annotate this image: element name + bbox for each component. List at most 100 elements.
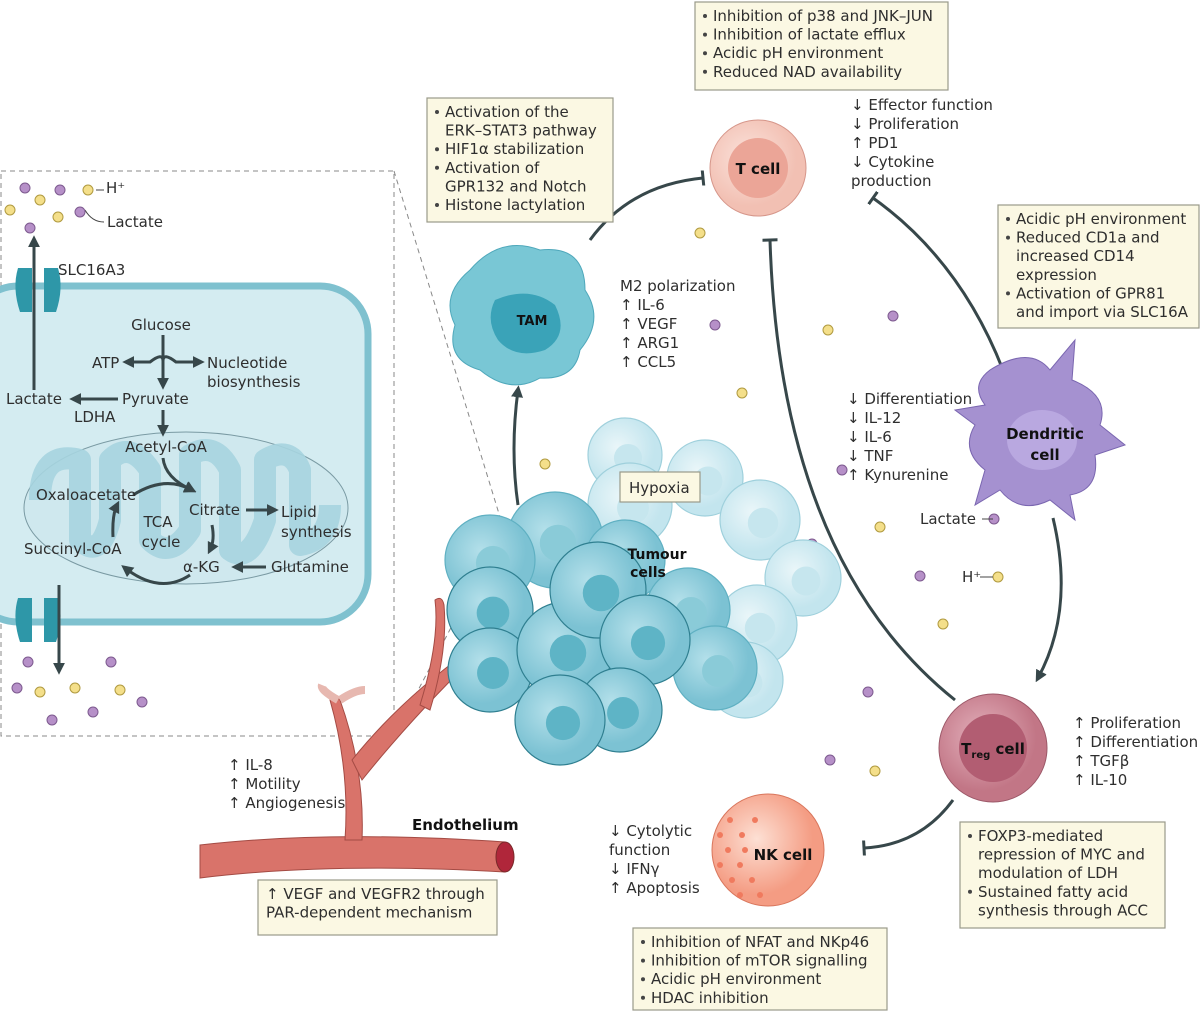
tca-arrow [108, 500, 120, 538]
tam-note-line: HIF1α stabilization [445, 140, 584, 158]
nk-effect: ↑ Apoptosis [609, 879, 700, 897]
tumour-nucleus [791, 566, 821, 596]
nk-granule [717, 862, 723, 868]
t-cell-note-line: Inhibition of lactate efflux [713, 26, 906, 44]
lactate-product-label: Lactate [6, 390, 62, 408]
nk-granule [725, 847, 731, 853]
ldha-label: LDHA [74, 408, 116, 426]
nk-granule [752, 817, 758, 823]
tcell-to-treg-arc [770, 240, 956, 702]
dc-to-treg [1035, 517, 1063, 683]
dendritic-note-box [997, 204, 1200, 329]
atp-label: ATP [92, 354, 119, 372]
label-leader [84, 189, 105, 223]
lactate-dot [136, 696, 148, 708]
tumour-label: cells [630, 565, 666, 581]
lipid-label: Lipid [281, 503, 317, 521]
treg-effect: ↑ TGFβ [1073, 752, 1129, 770]
h-label: H⁺ [106, 179, 125, 197]
proton-dot [69, 682, 81, 694]
bullet-icon [703, 32, 707, 37]
bullet-icon [435, 165, 439, 170]
glutamine-label: Glutamine [271, 558, 349, 576]
transporter-label: SLC16A3 [58, 261, 125, 279]
dendritic-note-line: and import via SLC16A [1016, 303, 1189, 321]
nk-cell [711, 793, 825, 907]
bullet-icon [641, 995, 645, 1000]
akg-label: α-KG [183, 558, 220, 576]
acetyl-coa-label: Acetyl-CoA [125, 438, 207, 456]
tca-label: TCA [142, 513, 173, 531]
nucleotide-label: Nucleotide [207, 354, 287, 372]
nucleotide-arrow [161, 355, 205, 368]
treg-note-line: synthesis through ACC [978, 901, 1148, 919]
nucleotide-label: biosynthesis [207, 373, 301, 391]
tumour-nucleus [693, 466, 723, 496]
tca-arrow [121, 565, 191, 585]
lactate-dot [54, 184, 66, 196]
dendritic-note-line: Activation of GPR81 [1016, 284, 1165, 302]
dendritic-label: cell [1030, 446, 1059, 464]
citrate-label: Citrate [189, 501, 240, 519]
bullet-icon [435, 110, 439, 114]
floating-lactate-label: Lactate [920, 510, 976, 528]
mitochondrial-cristae [29, 439, 341, 565]
proton-dot [82, 184, 94, 196]
tam-note-line: ERK–STAT3 pathway [445, 122, 597, 140]
nk-effect: ↓ Cytolytic [609, 822, 692, 840]
t-cell-note-line: Inhibition of p38 and JNK–JUN [713, 7, 933, 25]
tam-effect: M2 polarization [620, 277, 735, 295]
tam-label: TAM [517, 314, 548, 329]
tumour-nucleus [476, 596, 510, 630]
bullet-icon [641, 958, 645, 963]
transporter-top [15, 268, 61, 312]
dendritic-note-line: Acidic pH environment [1016, 210, 1186, 228]
tumour-nucleus [702, 655, 734, 687]
proton-dot [34, 194, 46, 206]
treg-label: Treg cell [961, 740, 1025, 761]
lipid-label: synthesis [281, 523, 352, 541]
t-cell-effect: ↑ PD1 [851, 134, 898, 152]
treg-rest: cell [990, 740, 1025, 758]
tca-arrow [207, 524, 219, 555]
dendritic-label: Dendritic [1006, 425, 1084, 443]
nk-granule [749, 877, 755, 883]
tumour-nucleus [607, 697, 639, 729]
t-cell [709, 119, 807, 217]
treg-inhibits-nk [864, 799, 955, 848]
bullet-icon [968, 889, 972, 894]
nk-granule [739, 832, 745, 838]
proton-dot [694, 227, 706, 239]
t-cell-note-line: Acidic pH environment [713, 44, 883, 62]
nk-granule [727, 817, 733, 823]
proton-dot [822, 324, 834, 336]
endothelium-note-line: ↑ VEGF and VEGFR2 through [266, 885, 485, 903]
dendritic-effect: ↓ Differentiation [847, 390, 972, 408]
dendritic-note-line: Reduced CD1a and [1016, 229, 1160, 247]
t-cell-effect: production [851, 172, 932, 190]
note-boxes: Inhibition of p38 and JNK–JUNInhibition … [257, 1, 1200, 1011]
lactate-dot [87, 706, 99, 718]
proton-dot [114, 684, 126, 696]
proton-dot [937, 618, 949, 630]
bullet-icon [703, 14, 707, 18]
tumour-cell-cluster [444, 417, 842, 766]
nk-granules [717, 817, 763, 898]
proton-dot [736, 387, 748, 399]
dendritic-note-line: increased CD14 [1016, 247, 1135, 265]
bullet-icon [1006, 235, 1010, 240]
nk-granule [737, 862, 743, 868]
bullet-icon [435, 203, 439, 207]
endothelium-effect: ↑ Angiogenesis [228, 794, 345, 812]
tumour-label: Tumour [627, 547, 686, 563]
bullet-icon [703, 69, 707, 74]
label-leader [980, 518, 993, 578]
tam-note-line: Activation of the [445, 103, 569, 121]
treg-effect: ↑ IL-10 [1073, 771, 1127, 789]
tumour-nucleus [747, 507, 779, 539]
tumour-nucleus [477, 657, 509, 689]
endothelium-effect: ↑ IL-8 [228, 756, 273, 774]
tam-note-box [426, 97, 614, 223]
treg-effect: ↑ Proliferation [1073, 714, 1181, 732]
endothelium-effect: ↑ Motility [228, 775, 301, 793]
